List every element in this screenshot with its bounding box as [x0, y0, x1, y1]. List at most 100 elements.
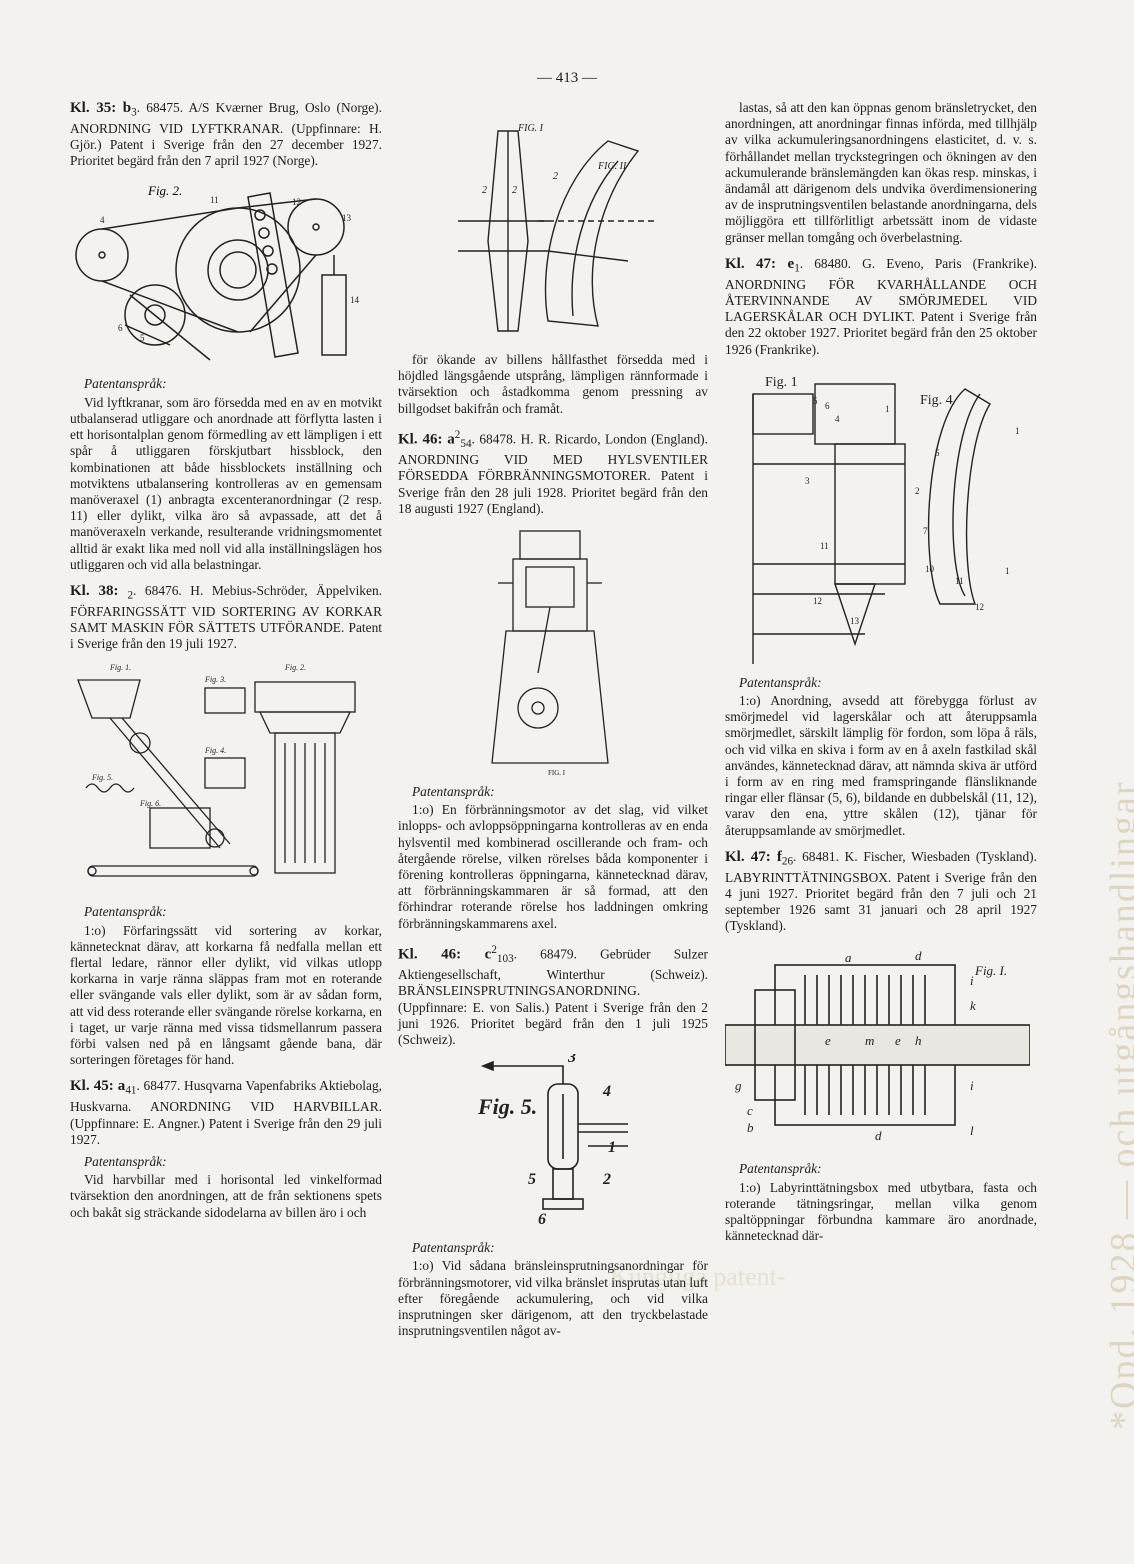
- cork-sorter-figure: Fig. 1.Fig. 3.Fig. 2. Fig. 4.Fig. 5.Fig.…: [77, 663, 356, 878]
- class-superscript: 2: [491, 943, 497, 956]
- claims-text: 1:o) En förbränningsmotor av det slag, v…: [398, 802, 708, 931]
- class-subscript: 41: [125, 1085, 137, 1098]
- svg-text:c: c: [747, 1103, 753, 1118]
- svg-text:1: 1: [1015, 426, 1020, 436]
- svg-text:h: h: [915, 1033, 922, 1048]
- fuel-injector-figure: Fig. 5. 341 256: [477, 1054, 628, 1228]
- engine-figure: FIG. I: [491, 530, 609, 777]
- svg-text:1: 1: [885, 404, 890, 414]
- figure-label: Fig. I.: [974, 963, 1007, 978]
- svg-text:2: 2: [915, 486, 920, 496]
- claims-text: Vid lyftkranar, som äro försedda med en …: [70, 394, 382, 572]
- class-subscript: 26: [781, 855, 794, 868]
- svg-text:13: 13: [850, 616, 860, 626]
- svg-text:7: 7: [923, 526, 928, 536]
- class-subscript: 3: [131, 106, 137, 119]
- figure-label: Fig. 2.: [147, 183, 182, 198]
- entry-68476-header: Kl. 38: 2. 68476. H. Mebius-Schröder, Äp…: [70, 583, 382, 652]
- svg-text:3: 3: [805, 476, 810, 486]
- svg-text:13: 13: [342, 213, 352, 223]
- claims-text: 1:o) Förfaringssätt vid sortering av kor…: [70, 922, 382, 1068]
- svg-text:5: 5: [813, 396, 818, 406]
- svg-text:5: 5: [140, 333, 145, 343]
- svg-text:4: 4: [100, 215, 105, 225]
- claims-heading: Patentanspråk:: [739, 1161, 822, 1177]
- svg-text:FIG. I: FIG. I: [517, 123, 544, 134]
- column-middle: FIG. I FIG. II 2 2 2 för ökande av billens …: [398, 115, 708, 1339]
- svg-text:b: b: [747, 1120, 754, 1135]
- continued-text: lastas, så att den kan öppnas genom brän…: [725, 100, 1037, 245]
- svg-text:d: d: [875, 1128, 882, 1143]
- bleed-through-text: Kungliga patent-: [610, 1262, 786, 1291]
- claims-heading: Patentanspråk:: [84, 1153, 167, 1169]
- svg-text:a: a: [845, 950, 852, 965]
- svg-text:10: 10: [925, 564, 935, 574]
- svg-text:Fig. 4.: Fig. 4.: [204, 746, 226, 755]
- svg-text:FIG. II: FIG. II: [597, 161, 627, 172]
- svg-text:l: l: [970, 1123, 974, 1138]
- class-label: Kl. 45: a: [70, 1078, 126, 1095]
- entry-68478-header: Kl. 46: a254. 68478. H. R. Ricardo, Lond…: [398, 427, 708, 517]
- svg-text:FIG. I: FIG. I: [548, 769, 566, 777]
- svg-text:1: 1: [1005, 566, 1010, 576]
- figure-label: Fig. 1: [765, 375, 798, 390]
- svg-text:g: g: [735, 1078, 742, 1093]
- svg-text:12: 12: [975, 602, 984, 612]
- svg-text:14: 14: [350, 295, 360, 305]
- entry-text: . 68480. G. Eveno, Paris (Frankrike). AN…: [725, 255, 1037, 357]
- entry-text: . 68479. Gebrüder Sulzer Aktiengesellsch…: [398, 946, 708, 1047]
- continued-text: för ökande av billens hållfasthet försed…: [398, 352, 708, 416]
- claims-text: 1:o) Labyrinttätningsbox med utbytbara, …: [725, 1179, 1037, 1244]
- entry-68477-header: Kl. 45: a41. 68477. Husqvarna Vapenfabri…: [70, 1078, 382, 1147]
- svg-text:2: 2: [482, 185, 487, 196]
- claims-heading: Patentanspråk:: [412, 783, 495, 799]
- svg-text:1: 1: [608, 1139, 616, 1156]
- svg-text:Fig. 3.: Fig. 3.: [204, 675, 226, 684]
- class-label: Kl. 46: a: [398, 431, 455, 448]
- entry-text: . 68478. H. R. Ricardo, London (England)…: [398, 431, 708, 516]
- margin-stamp-text: *Opd. 1928 — och utgångshandlingar: [1103, 780, 1134, 1430]
- claims-text: 1:o) Anordning, avsedd att förebygga för…: [725, 692, 1037, 838]
- class-label: Kl. 47: e: [725, 255, 795, 272]
- figure-label: Fig. 5.: [477, 1094, 537, 1119]
- svg-text:2: 2: [512, 185, 517, 196]
- class-subscript: 54: [460, 437, 472, 450]
- entry-text: . 68475. A/S Kværner Brug, Oslo (Norge).…: [70, 100, 382, 169]
- harrow-figure: FIG. I FIG. II 2 2 2: [458, 123, 658, 332]
- entry-text: . 68481. K. Fischer, Wiesbaden (Tyskland…: [725, 848, 1037, 934]
- svg-text:i: i: [970, 1078, 974, 1093]
- class-label: Kl. 46: c: [398, 946, 492, 963]
- svg-text:m: m: [865, 1033, 874, 1048]
- svg-text:2: 2: [553, 171, 558, 182]
- entry-68481-header: Kl. 47: f26. 68481. K. Fischer, Wiesbade…: [725, 849, 1037, 935]
- svg-text:11: 11: [955, 576, 964, 586]
- entry-68480-header: Kl. 47: e1. 68480. G. Eveno, Paris (Fran…: [725, 256, 1037, 358]
- svg-text:12: 12: [292, 197, 301, 207]
- svg-text:6: 6: [538, 1211, 546, 1228]
- claims-heading: Patentanspråk:: [84, 376, 167, 392]
- svg-text:11: 11: [210, 195, 219, 205]
- class-label: Kl. 47: f: [725, 848, 782, 865]
- svg-text:e: e: [895, 1033, 901, 1048]
- claims-heading: Patentanspråk:: [84, 904, 167, 920]
- svg-text:Fig. 5.: Fig. 5.: [91, 773, 113, 782]
- margin-stamp: *Opd. 1928 — och utgångshandlingar: [1050, 260, 1134, 1440]
- svg-text:4: 4: [835, 414, 840, 424]
- svg-text:5: 5: [528, 1171, 536, 1188]
- class-label: Kl. 35: b: [70, 100, 132, 116]
- claims-text: Vid harvbillar med i horisontal led vink…: [70, 1172, 382, 1220]
- claims-text: 1:o) Vid sådana bränsleinsprutningsanord…: [398, 1258, 708, 1339]
- svg-text:Fig. 2.: Fig. 2.: [284, 663, 306, 672]
- page-number: — 413 —: [537, 70, 597, 86]
- svg-text:3: 3: [567, 1054, 576, 1066]
- claims-heading: Patentanspråk:: [739, 674, 822, 690]
- svg-text:12: 12: [813, 596, 822, 606]
- svg-text:6: 6: [825, 401, 830, 411]
- svg-text:4: 4: [602, 1083, 611, 1100]
- column-left: Kl. 35: b3. 68475. A/S Kværner Brug, Osl…: [70, 100, 382, 1221]
- svg-text:e: e: [825, 1033, 831, 1048]
- entry-68479-header: Kl. 46: c2103. 68479. Gebrüder Sulzer Ak…: [398, 942, 708, 1048]
- figure-label: Fig. 4: [920, 393, 953, 408]
